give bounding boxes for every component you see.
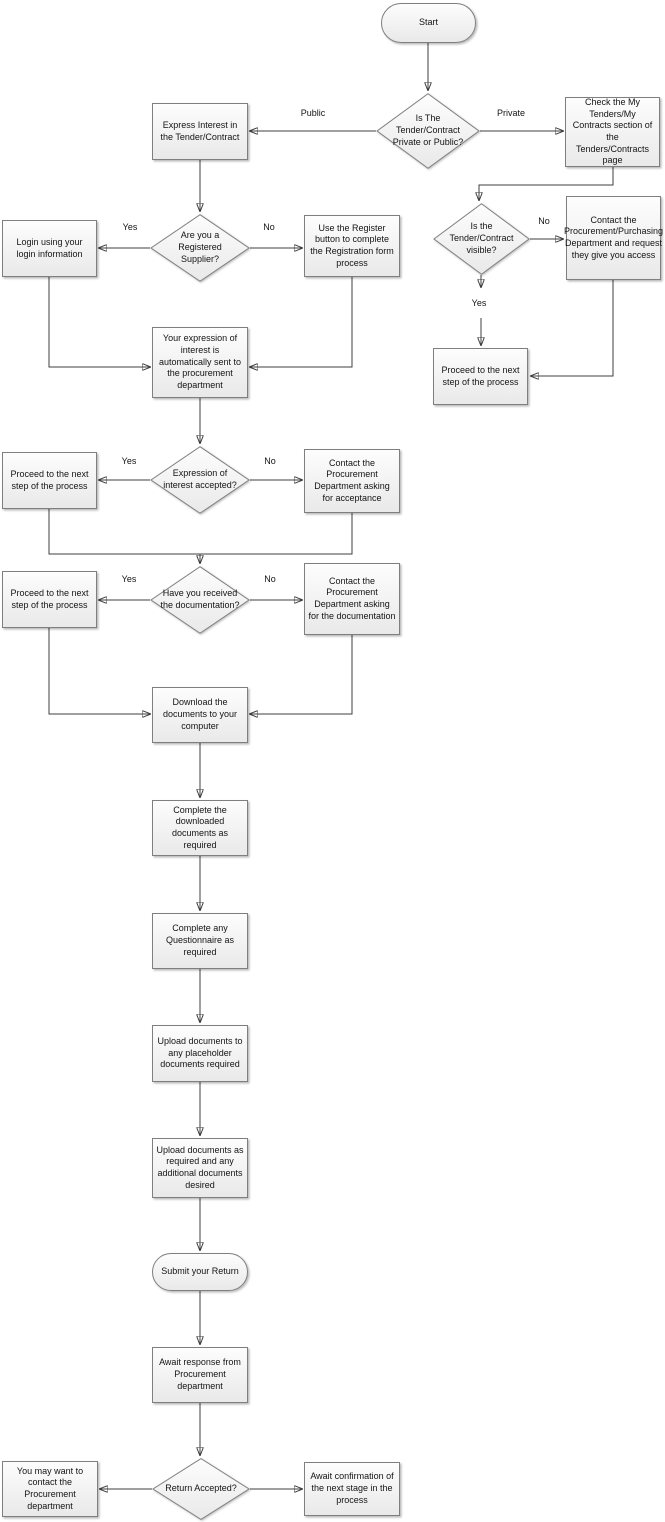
decision-return-accepted: Return Accepted? [152,1458,250,1520]
process-label: Download the documents to your computer [162,697,238,731]
process-contact-documentation: Contact the Procurement Department askin… [304,563,400,635]
process-label: Complete the downloaded documents as req… [171,804,229,850]
process-check-my-tenders: Check the My Tenders/My Contracts sectio… [565,97,660,167]
terminator-label: Submit your Return [161,1266,239,1277]
diamond-shape [152,1458,250,1520]
process-contact-procurement-dept: You may want to contact the Procurement … [2,1461,98,1517]
process-label: Await confirmation of the next stage in … [310,1471,394,1505]
process-await-response: Await response from Procurement departme… [152,1347,248,1403]
process-label: Your expression of interest is automatic… [158,333,242,391]
process-proceed-next-step-2: Proceed to the next step of the process [2,571,97,628]
process-label: Proceed to the next step of the process [10,468,89,491]
process-upload-additional: Upload documents as required and any add… [152,1138,248,1198]
diamond-shape [150,446,250,514]
edge-login-to-sent [48,277,150,367]
process-label: Use the Register button to complete the … [310,222,394,268]
decision-received-documentation: Have you received the documentation? [150,566,250,634]
process-upload-placeholder: Upload documents to any placeholder docu… [152,1025,248,1082]
edge-label-yes-expression: Yes [121,456,137,466]
terminator-submit-return: Submit your Return [152,1253,248,1291]
process-expression-sent: Your expression of interest is automatic… [152,327,248,398]
process-label: Complete any Questionnaire as required [165,923,235,957]
edge-label-no-visible: No [538,216,550,226]
process-label: Express Interest in the Tender/Contract [160,119,240,142]
process-contact-acceptance: Contact the Procurement Department askin… [304,449,400,513]
process-label: Login using your login information [16,236,83,259]
edge-check-to-visible [479,167,614,200]
start-terminator: Start [381,3,476,43]
edge-contact1-to-junction [200,513,353,555]
process-download-documents: Download the documents to your computer [152,687,248,743]
edge-label-public: Public [300,108,326,118]
edge-label-no-expression: No [264,456,276,466]
edge-label-yes-registered: Yes [122,222,138,232]
decision-label: Expression of interest accepted? [163,468,237,490]
edge-proceed2-to-download [48,628,150,714]
process-proceed-next-step-1: Proceed to the next step of the process [2,452,97,509]
edge-register-to-sent [250,277,353,367]
decision-label: Is the Tender/Contract visible? [449,221,514,255]
decision-label: Return Accepted? [165,1483,237,1494]
process-proceed-next-step-right: Proceed to the next step of the process [433,348,528,405]
process-label: Check the My Tenders/My Contracts sectio… [572,96,653,166]
edge-label-yes-received: Yes [121,574,137,584]
process-express-interest: Express Interest in the Tender/Contract [152,103,248,160]
process-label: Await response from Procurement departme… [159,1357,241,1391]
process-label: Contact the Procurement Department askin… [308,575,396,621]
decision-private-or-public: Is The Tender/Contract Private or Public… [376,93,480,169]
edge-label-private: Private [496,108,526,118]
process-contact-purchasing: Contact the Procurement/Purchasing Depar… [563,196,664,280]
process-label: You may want to contact the Procurement … [16,1465,84,1511]
process-label: Upload documents to any placeholder docu… [157,1035,243,1070]
edge-proceed1-to-junction [48,509,200,555]
edge-label-no-received: No [264,574,276,584]
decision-label: Is The Tender/Contract Private or Public… [392,113,464,147]
start-label: Start [418,17,438,28]
process-await-confirmation: Await confirmation of the next stage in … [304,1462,400,1516]
process-login: Login using your login information [2,220,97,277]
decision-registered-supplier: Are you a Registered Supplier? [150,214,250,282]
process-label: Upload documents as required and any add… [156,1144,244,1190]
process-label: Contact the Procurement/Purchasing Depar… [563,214,664,260]
diamond-shape [150,214,250,282]
diamond-shape [376,93,480,169]
process-label: Proceed to the next step of the process [10,587,89,610]
decision-label: Have you received the documentation? [160,588,240,610]
edge-contact2-to-download [250,635,353,714]
edge-purchasing-to-proceed-right [531,280,614,376]
process-complete-questionnaire: Complete any Questionnaire as required [152,913,248,969]
process-label: Proceed to the next step of the process [441,364,520,387]
process-complete-downloaded: Complete the downloaded documents as req… [152,800,248,856]
edge-label-no-registered: No [263,222,275,232]
diamond-shape [433,203,530,275]
edge-label-yes-visible: Yes [471,298,487,308]
process-register: Use the Register button to complete the … [304,215,400,277]
decision-tender-visible: Is the Tender/Contract visible? [433,203,530,275]
diamond-shape [150,566,250,634]
decision-expression-accepted: Expression of interest accepted? [150,446,250,514]
process-label: Contact the Procurement Department askin… [314,457,390,503]
decision-label: Are you a Registered Supplier? [178,230,222,264]
